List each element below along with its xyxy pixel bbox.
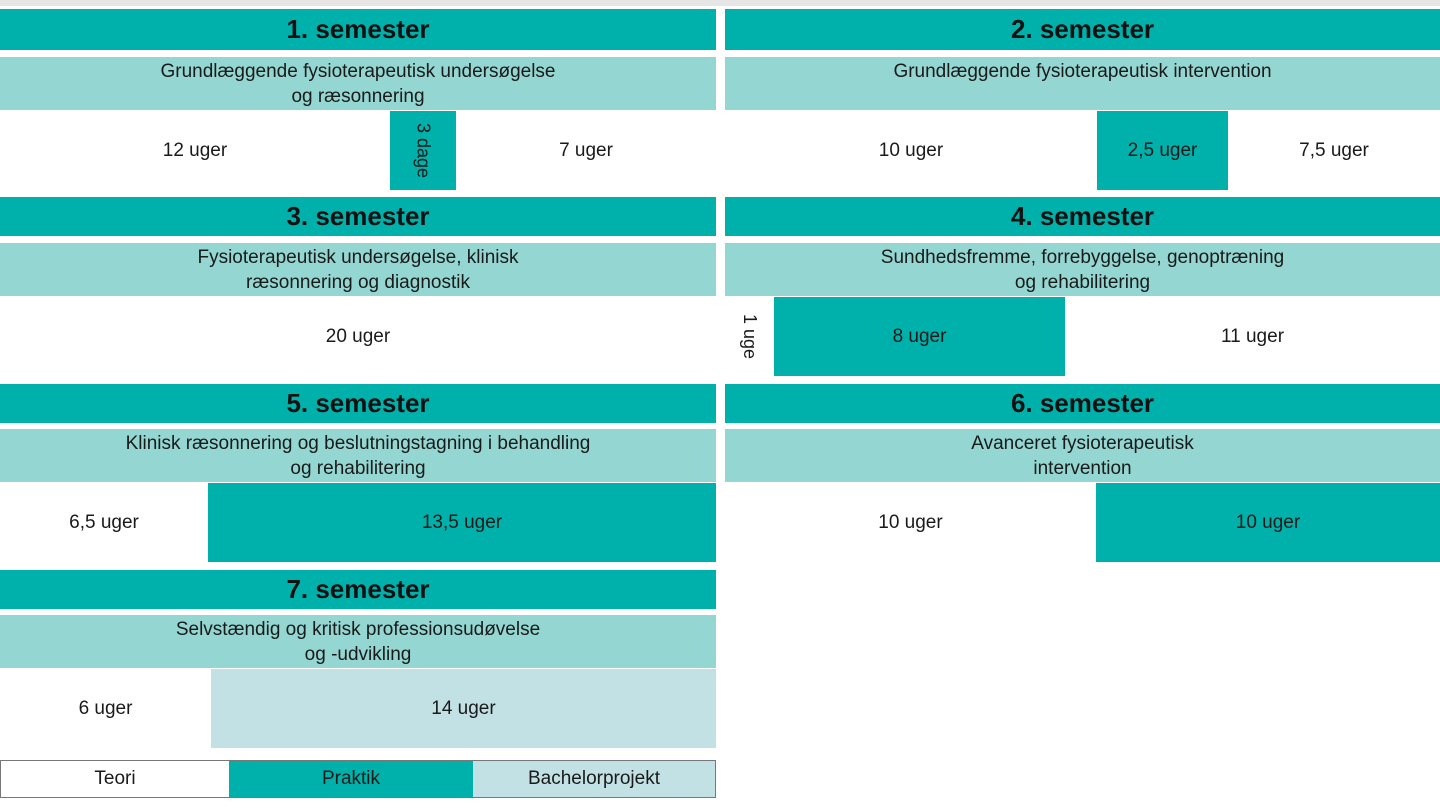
semester-7-title: 7. semester <box>0 570 716 609</box>
semester-5-subtitle: Klinisk ræsonnering og beslutningstagnin… <box>0 429 716 482</box>
semester-5-title: 5. semester <box>0 384 716 423</box>
semester-1-segment-1: 12 uger <box>0 111 390 190</box>
legend-item-teori: Teori <box>1 761 229 797</box>
legend: Teori Praktik Bachelorprojekt <box>0 760 716 798</box>
semester-3-title: 3. semester <box>0 197 716 236</box>
semester-2-title: 2. semester <box>725 9 1440 50</box>
semester-3-subtitle: Fysioterapeutisk undersøgelse, klinisk r… <box>0 243 716 296</box>
semester-3-segment-1: 20 uger <box>0 297 716 376</box>
semester-7-subtitle: Selvstændig og kritisk professionsudøvel… <box>0 615 716 668</box>
semester-6-segment-2: 10 uger <box>1096 483 1440 562</box>
semester-4-segment-1: 1 uge <box>725 297 774 376</box>
semester-1-title: 1. semester <box>0 9 716 50</box>
semester-5-segment-1: 6,5 uger <box>0 483 208 562</box>
semester-4-subtitle: Sundhedsfremme, forrebyggelse, genoptræn… <box>725 243 1440 296</box>
semester-4-segment-2: 8 uger <box>774 297 1065 376</box>
semester-4-title: 4. semester <box>725 197 1440 236</box>
semester-1-subtitle: Grundlæggende fysioterapeutisk undersøge… <box>0 57 716 110</box>
semester-4-segment-3: 11 uger <box>1065 297 1440 376</box>
semester-2-segment-2: 2,5 uger <box>1097 111 1228 190</box>
semester-7-segment-2: 14 uger <box>211 669 716 748</box>
semester-5-segment-2: 13,5 uger <box>208 483 716 562</box>
semester-2-subtitle: Grundlæggende fysioterapeutisk intervent… <box>725 57 1440 110</box>
semester-6-title: 6. semester <box>725 384 1440 423</box>
semester-1-segment-2: 3 dage <box>390 111 456 190</box>
semester-7-segment-1: 6 uger <box>0 669 211 748</box>
legend-item-bachelorprojekt: Bachelorprojekt <box>473 761 715 797</box>
semester-2-segment-1: 10 uger <box>725 111 1097 190</box>
top-border-line <box>0 0 1440 6</box>
semester-1-segment-3: 7 uger <box>456 111 716 190</box>
semester-2-segment-3: 7,5 uger <box>1228 111 1440 190</box>
legend-item-praktik: Praktik <box>229 761 473 797</box>
semester-6-subtitle: Avanceret fysioterapeutisk intervention <box>725 429 1440 482</box>
semester-6-segment-1: 10 uger <box>725 483 1096 562</box>
